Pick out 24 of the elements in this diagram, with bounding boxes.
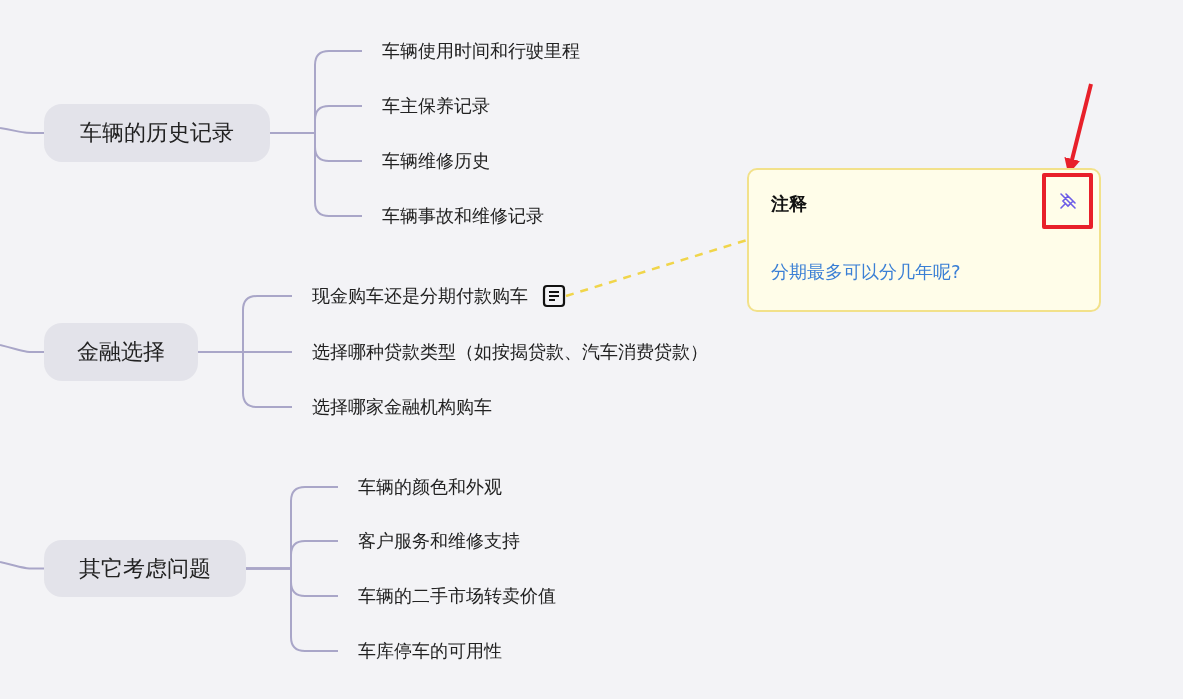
branch-line (245, 567, 339, 652)
branch-text: 车辆事故和维修记录 (382, 204, 544, 228)
branch-text: 客户服务和维修支持 (358, 529, 520, 553)
branch-text: 选择哪种贷款类型（如按揭贷款、汽车消费贷款） (312, 340, 708, 364)
branch-text: 车辆的二手市场转卖价值 (358, 584, 556, 608)
branch-line (269, 132, 363, 217)
note-title: 注释 (771, 192, 807, 216)
branch-text: 现金购车还是分期付款购车 (312, 284, 528, 308)
branch-line (0, 561, 45, 570)
branch-line (0, 344, 45, 353)
note-text: 分期最多可以分几年呢? (771, 260, 961, 284)
topic-box: 车辆的历史记录 (44, 104, 270, 162)
branch-text: 车辆的颜色和外观 (358, 475, 502, 499)
branch-text: 车辆维修历史 (382, 149, 490, 173)
branch-line (197, 351, 293, 408)
branch-text: 车库停车的可用性 (358, 639, 502, 663)
branch-text: 车辆使用时间和行驶里程 (382, 39, 580, 63)
branch-text: 车主保养记录 (382, 94, 490, 118)
highlight-box (1042, 173, 1093, 229)
branch-text: 选择哪家金融机构购车 (312, 395, 492, 419)
dashed-connector (565, 238, 748, 298)
topic-box: 金融选择 (44, 323, 198, 381)
branch-line (0, 127, 45, 134)
topic-box: 其它考虑问题 (44, 540, 246, 597)
